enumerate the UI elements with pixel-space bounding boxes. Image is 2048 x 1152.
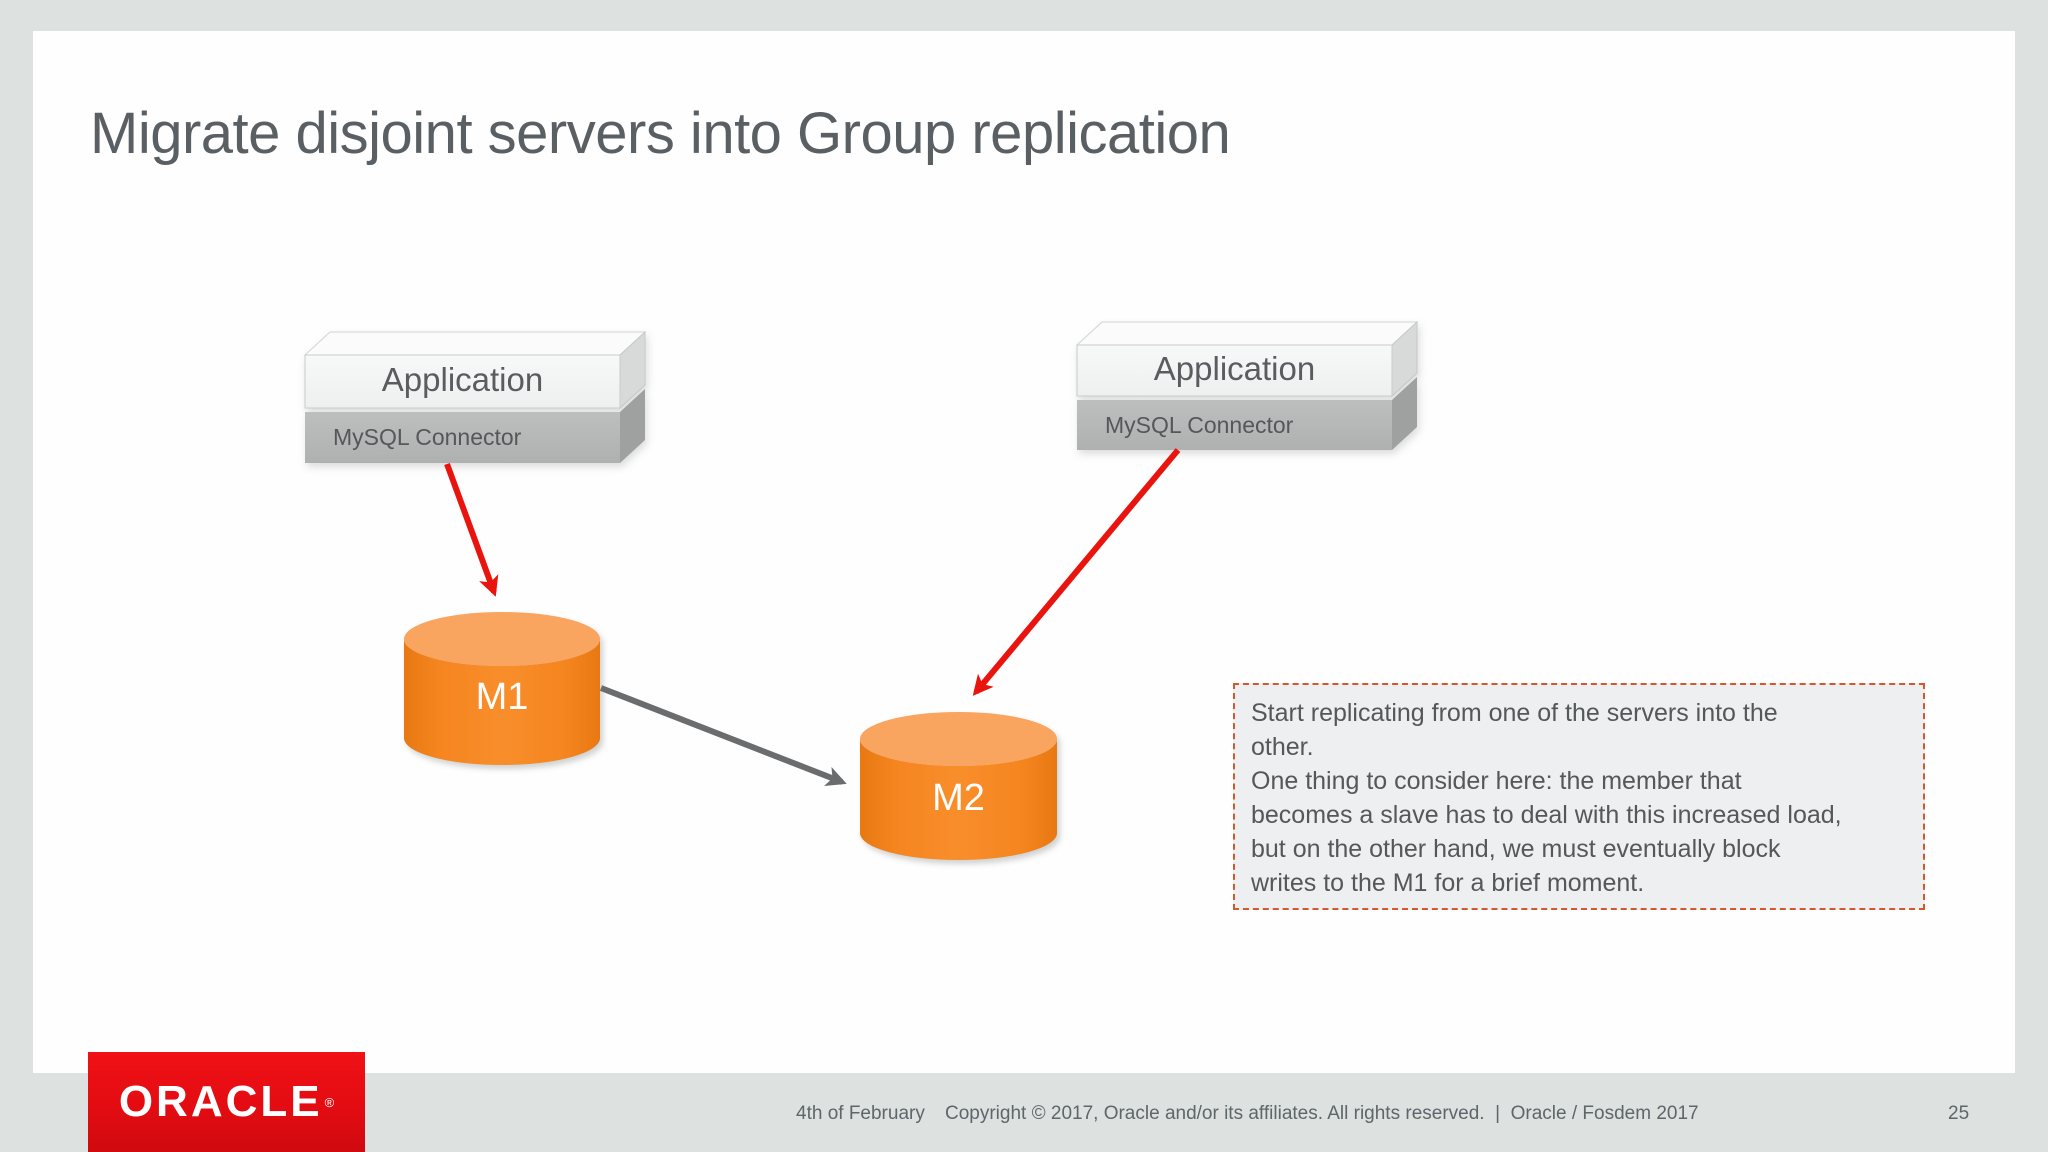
db-m1-body — [404, 639, 600, 765]
connector-left-front-face — [305, 412, 620, 463]
page-number: 25 — [1948, 1103, 1970, 1124]
annotation-note-box: Start replicating from one of the server… — [1233, 683, 1925, 910]
footer-copyright: Copyright © 2017, Oracle and/or its affi… — [945, 1103, 1699, 1124]
slide-title: Migrate disjoint servers into Group repl… — [90, 101, 1231, 166]
db-m1-label: M1 — [475, 676, 529, 718]
oracle-logo: ORACLE® — [88, 1052, 365, 1152]
db-m2-label: M2 — [932, 777, 985, 819]
app-left-label: Application — [381, 360, 544, 398]
app-right-label: Application — [1153, 349, 1316, 387]
oracle-logo-text: ORACLE — [118, 1077, 323, 1126]
db-cylinder-m1 — [404, 612, 600, 765]
db-cylinder-m2 — [860, 712, 1057, 860]
annotation-note-text: Start replicating from one of the server… — [1251, 699, 1842, 897]
app-stack-right — [1075, 320, 1419, 450]
arrow-app-right-to-m2 — [972, 448, 1181, 696]
oracle-registered-mark: ® — [324, 1094, 335, 1110]
db-m2-top — [860, 712, 1057, 766]
connector-right-side-face — [1392, 377, 1417, 450]
footer-date: 4th of February — [796, 1103, 925, 1124]
app-right-top-face — [1075, 321, 1419, 346]
connector-left-label: MySQL Connector — [333, 424, 522, 450]
connector-left-side-face — [620, 389, 645, 463]
app-stack-left — [303, 330, 647, 463]
app-left-top-face — [303, 331, 647, 356]
arrow-app-left-to-m1 — [444, 462, 499, 597]
connector-right-front-face — [1077, 400, 1392, 450]
db-m2-body — [860, 739, 1057, 860]
connector-right-label: MySQL Connector — [1105, 411, 1294, 438]
app-left-front-face — [304, 354, 621, 409]
app-right-front-face — [1076, 344, 1393, 397]
db-m1-top — [404, 612, 600, 666]
arrow-replication-m1-to-m2 — [599, 685, 847, 786]
